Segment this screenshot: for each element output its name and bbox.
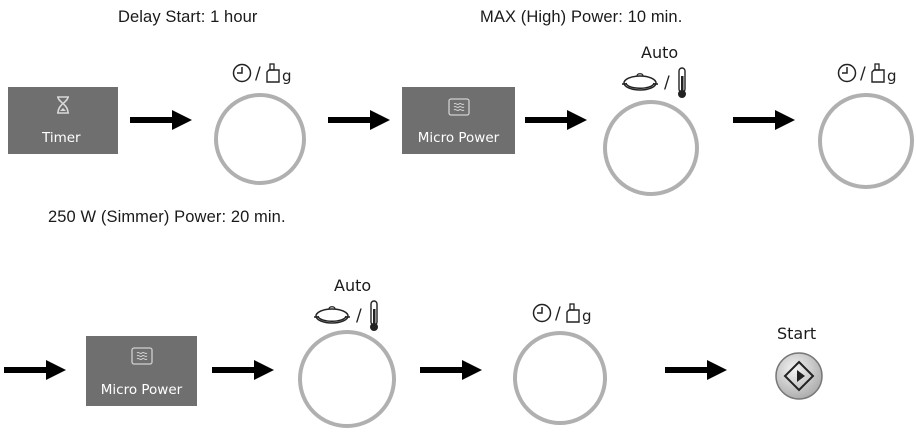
dial-2[interactable] [603,100,699,196]
svg-text:/: / [356,306,362,326]
simmer-power-caption: 250 W (Simmer) Power: 20 min. [48,208,286,226]
svg-text:g: g [887,67,897,84]
dish-thermometer-icon-1: / [620,66,692,105]
dial-1[interactable] [214,93,306,185]
svg-text:/: / [555,304,561,324]
arrow-3 [525,110,587,130]
svg-text:g: g [282,67,292,84]
timer-button[interactable]: Timer [8,87,118,154]
dial-4[interactable] [298,330,396,428]
svg-text:/: / [664,73,670,93]
svg-text:/: / [860,64,866,84]
dish-thermometer-icon-2: / [312,299,384,338]
dial-3[interactable] [818,93,914,189]
auto-label-2: Auto [334,276,372,295]
start-button[interactable] [774,351,824,406]
dial-5[interactable] [513,331,607,425]
svg-text:/: / [255,64,261,84]
microwave-waves-icon [130,347,153,369]
clock-weight-icon-1: / g [232,62,294,89]
micro-power-label-2: Micro Power [100,382,183,398]
arrow-5 [4,360,66,380]
svg-text:g: g [582,307,592,324]
delay-start-caption: Delay Start: 1 hour [118,8,258,26]
arrow-6 [212,360,274,380]
arrow-8 [665,360,727,380]
clock-weight-icon-2: / g [837,62,899,89]
start-label: Start [777,324,817,343]
clock-weight-icon-3: / g [532,302,594,329]
arrow-2 [328,110,390,130]
micro-power-label-1: Micro Power [417,130,500,146]
arrow-1 [130,110,192,130]
auto-label-1: Auto [641,43,679,62]
microwave-waves-icon [447,98,470,120]
timer-button-label: Timer [42,130,81,146]
arrow-4 [733,110,795,130]
max-power-caption: MAX (High) Power: 10 min. [480,8,683,26]
micro-power-button-1[interactable]: Micro Power [402,87,515,154]
start-icon [775,352,823,400]
arrow-7 [420,360,482,380]
micro-power-button-2[interactable]: Micro Power [86,336,197,406]
hourglass-icon [56,96,70,118]
